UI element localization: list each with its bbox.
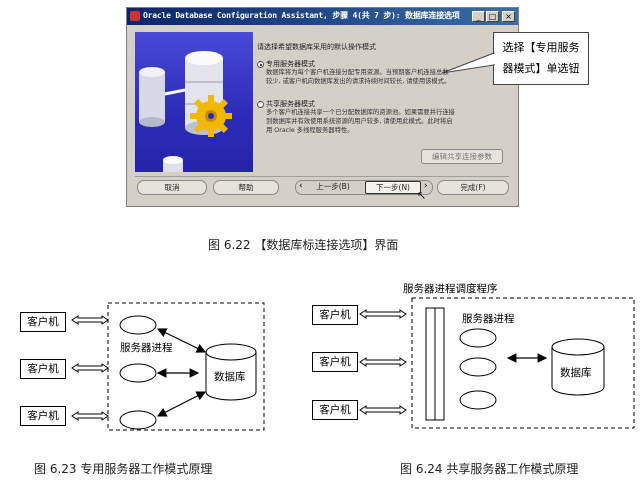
shared-desc-line: 到数据库并有效使用系统资源的用户较多, 请使用此模式。此时将启 [266,118,453,125]
cylinder-bottom-icon [163,156,183,172]
edit-shared-params-button[interactable]: 编辑共享连接参数 [421,149,503,164]
shared-server-radio[interactable] [257,101,264,108]
dispatcher-label: 服务器进程调度程序 [403,283,498,295]
callout-line: 选择【专用服务 [502,41,580,54]
back-button[interactable]: 上一步(B) [316,182,350,191]
dedicated-desc-line: 数据库将为每个客户机连接分配专用资源。当预期客户机连接总数 [266,69,449,76]
dialog-window: Oracle Database Configuration Assistant,… [126,7,519,207]
window-title: Oracle Database Configuration Assistant,… [143,11,460,20]
client-box: 客户机 [312,305,358,325]
next-button[interactable]: 下一步(N) [365,181,421,194]
figure-caption-6-22: 图 6.22 【数据库标连接选项】界面 [208,238,399,252]
app-icon [130,11,140,21]
callout-line: 器模式】单选钮 [502,62,580,75]
callout-box: 选择【专用服务 器模式】单选钮 [493,32,589,85]
connection-arrow-624 [359,309,407,415]
database-cylinder-624 [551,338,605,396]
gear-icon [190,95,232,137]
client-box: 客户机 [20,359,66,379]
client-box: 客户机 [312,352,358,372]
server-process-ellipse-623 [119,315,157,430]
database-cylinder-623 [205,343,257,401]
client-box: 客户机 [20,406,66,426]
server-process-label: 服务器进程 [462,313,515,325]
dedicated-desc-line: 较少, 或客户机向数据库发出的请求持续时间较长, 请使用该模式。 [266,78,451,85]
database-label: 数据库 [214,371,246,383]
database-gear-illustration [139,51,232,172]
prompt-text: 请选择希望数据库采用的默认操作模式 [257,43,376,51]
process-db-arrow-623 [156,328,207,417]
help-button[interactable]: 帮助 [213,180,279,195]
cancel-button[interactable]: 取消 [137,180,207,195]
dedicated-server-label: 专用服务器模式 [266,60,315,68]
database-label: 数据库 [560,367,592,379]
dispatcher-bar-624 [425,307,445,421]
close-button[interactable]: × [502,11,515,22]
shared-server-label: 共享服务器模式 [266,100,315,108]
server-process-label: 服务器进程 [120,342,173,354]
server-boundary-623 [107,302,265,431]
shared-desc-line: 多个客户机连接共享一个已分配数据库的资源池。如果需要并行连接 [266,109,455,116]
figure-caption-6-23: 图 6.23 专用服务器工作模式原理 [34,462,213,476]
title-bar[interactable]: Oracle Database Configuration Assistant,… [127,8,518,25]
chevron-right-icon: › [424,181,428,191]
cylinder-left-icon [139,67,165,127]
connection-arrow-623 [71,315,109,421]
dedicated-server-radio[interactable] [257,61,264,68]
server-process-ellipse-624 [459,328,497,410]
callout-pointer [441,52,495,74]
finish-button[interactable]: 完成(F) [437,180,509,195]
chevron-left-icon: ‹ [299,181,303,191]
figure-caption-6-24: 图 6.24 共享服务器工作模式原理 [400,462,579,476]
maximize-button[interactable]: □ [486,11,499,22]
divider [135,176,509,177]
side-illustration [135,32,253,172]
client-box: 客户机 [20,312,66,332]
client-box: 客户机 [312,400,358,420]
minimize-button[interactable]: _ [472,11,485,22]
shared-desc-line: 用 Oracle 多线程服务器特性。 [266,127,354,134]
nav-button-group [295,180,433,195]
server-boundary-624 [411,297,635,429]
mouse-cursor-icon: ↖ [417,189,427,202]
